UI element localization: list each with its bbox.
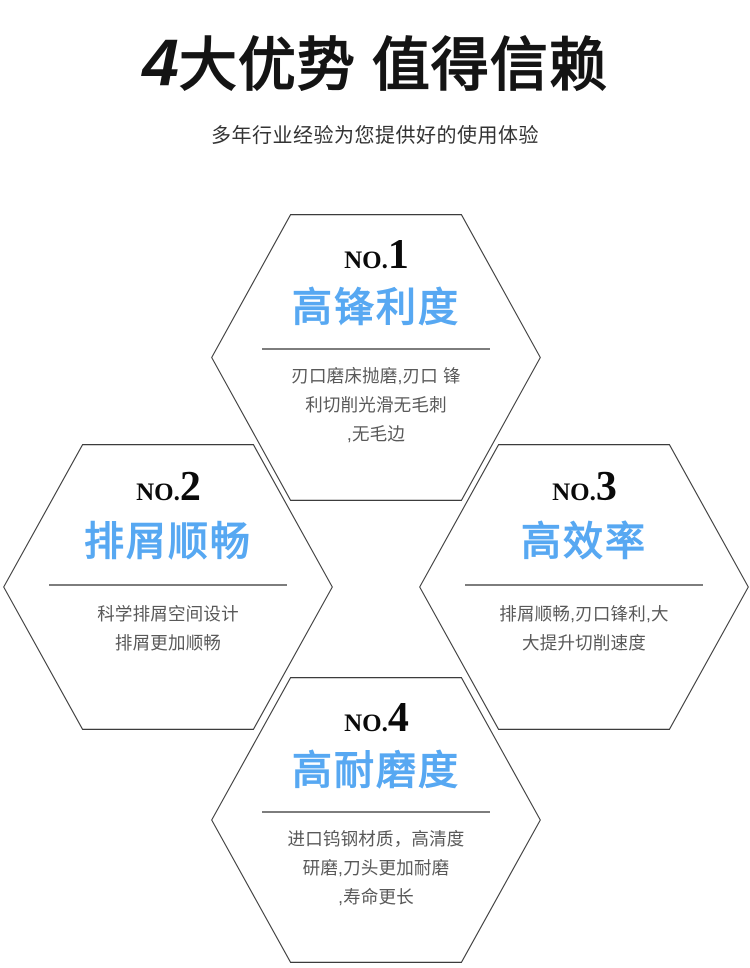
no-digit: 4 bbox=[387, 695, 409, 741]
no-dot: . bbox=[589, 479, 596, 506]
hexagon-content: NO.2 排屑顺畅 科学排屑空间设计 排屑更加顺畅 bbox=[3, 444, 333, 730]
feature-divider-3 bbox=[465, 584, 703, 586]
feature-description-3: 排屑顺畅,刃口锋利,大 大提升切削速度 bbox=[499, 604, 669, 653]
feature-hexagon-4[interactable]: NO.4 高耐磨度 进口钨钢材质，高清度 研磨,刀头更加耐磨 ,寿命更长 bbox=[211, 677, 541, 963]
feature-title-1: 高锋利度 bbox=[292, 286, 460, 330]
feature-number-1: NO.1 bbox=[344, 232, 409, 278]
no-dot: . bbox=[173, 479, 180, 506]
no-digit: 1 bbox=[387, 232, 409, 278]
feature-divider-2 bbox=[49, 584, 287, 586]
hexagon-fill bbox=[212, 678, 540, 962]
feature-description-4: 进口钨钢材质，高清度 研磨,刀头更加耐磨 ,寿命更长 bbox=[287, 829, 465, 907]
feature-hexagon-1[interactable]: NO.1 高锋利度 刃口磨床抛磨,刃口 锋 利切削光滑无毛刺 ,无毛边 bbox=[211, 214, 541, 501]
feature-divider-4 bbox=[262, 811, 490, 813]
hexagon-content: NO.4 高耐磨度 进口钨钢材质，高清度 研磨,刀头更加耐磨 ,寿命更长 bbox=[211, 677, 541, 963]
feature-number-3: NO.3 bbox=[552, 464, 617, 510]
no-word: NO bbox=[344, 247, 382, 274]
feature-divider-1 bbox=[262, 348, 490, 350]
hexagon-content: NO.3 高效率 排屑顺畅,刃口锋利,大 大提升切削速度 bbox=[419, 444, 749, 730]
feature-title-2: 排屑顺畅 bbox=[84, 520, 252, 564]
feature-description-1: 刃口磨床抛磨,刃口 锋 利切削光滑无毛刺 ,无毛边 bbox=[291, 366, 461, 444]
no-word: NO bbox=[136, 479, 174, 506]
hexagon-content: NO.1 高锋利度 刃口磨床抛磨,刃口 锋 利切削光滑无毛刺 ,无毛边 bbox=[211, 214, 541, 501]
feature-number-4: NO.4 bbox=[344, 695, 409, 741]
hexagon-fill bbox=[212, 215, 540, 500]
feature-description-2: 科学排屑空间设计 排屑更加顺畅 bbox=[97, 604, 239, 653]
no-word: NO bbox=[344, 710, 382, 737]
hexagon-fill bbox=[4, 445, 332, 729]
feature-title-4: 高耐磨度 bbox=[292, 749, 460, 793]
hexagon-fill bbox=[420, 445, 748, 729]
feature-title-3: 高效率 bbox=[521, 520, 647, 564]
page-subtitle: 多年行业经验为您提供好的使用体验 bbox=[211, 125, 539, 147]
title-part-1: 大优势 bbox=[178, 33, 356, 98]
no-dot: . bbox=[381, 710, 388, 737]
no-digit: 2 bbox=[179, 464, 201, 510]
page-title: 4大优势值得信赖 bbox=[0, 0, 750, 100]
no-digit: 3 bbox=[595, 464, 617, 510]
feature-number-2: NO.2 bbox=[136, 464, 201, 510]
feature-hexagon-2[interactable]: NO.2 排屑顺畅 科学排屑空间设计 排屑更加顺畅 bbox=[3, 444, 333, 730]
title-number: 4 bbox=[142, 25, 179, 99]
feature-hexagon-3[interactable]: NO.3 高效率 排屑顺畅,刃口锋利,大 大提升切削速度 bbox=[419, 444, 749, 730]
page-header: 4大优势值得信赖 多年行业经验为您提供好的使用体验 bbox=[0, 0, 750, 150]
no-word: NO bbox=[552, 479, 590, 506]
title-part-2: 值得信赖 bbox=[371, 33, 608, 98]
no-dot: . bbox=[381, 247, 388, 274]
